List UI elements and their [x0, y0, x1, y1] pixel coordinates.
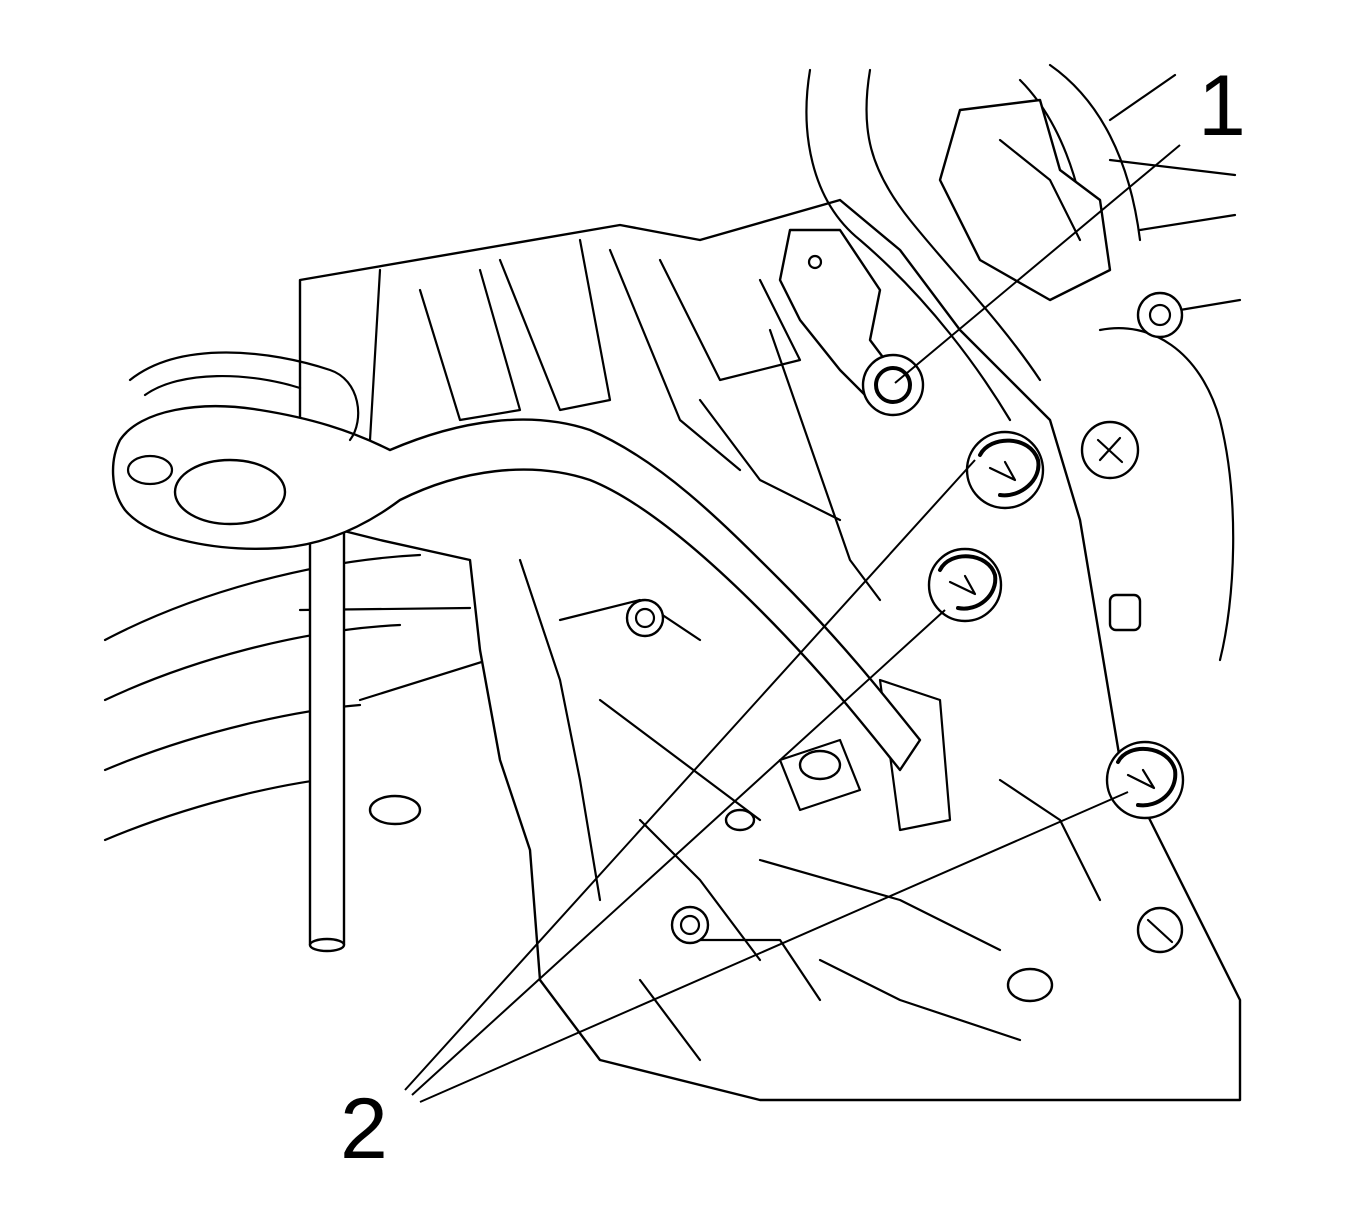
leader-2c: [419, 791, 1129, 1103]
background-body-lines: [103, 553, 522, 842]
upper-components: [805, 63, 1242, 662]
bolt-extra: [368, 420, 1184, 1003]
callout-label-1: 1: [1198, 58, 1246, 154]
stabilizer-bar: [111, 351, 922, 772]
leader-2a: [404, 459, 976, 1091]
transmission-housing: [298, 198, 1242, 1102]
callout-label-2: 2: [340, 1081, 388, 1177]
bolt-2a: [965, 430, 1045, 510]
leader-2b: [411, 609, 946, 1096]
vertical-shaft: [308, 518, 346, 953]
nut-1: [861, 353, 925, 417]
leader-lines: [404, 144, 1181, 1103]
leader-1: [894, 144, 1181, 384]
fasteners: [368, 353, 1185, 1003]
bolt-2b: [927, 547, 1003, 623]
bolt-2c: [1105, 740, 1185, 820]
